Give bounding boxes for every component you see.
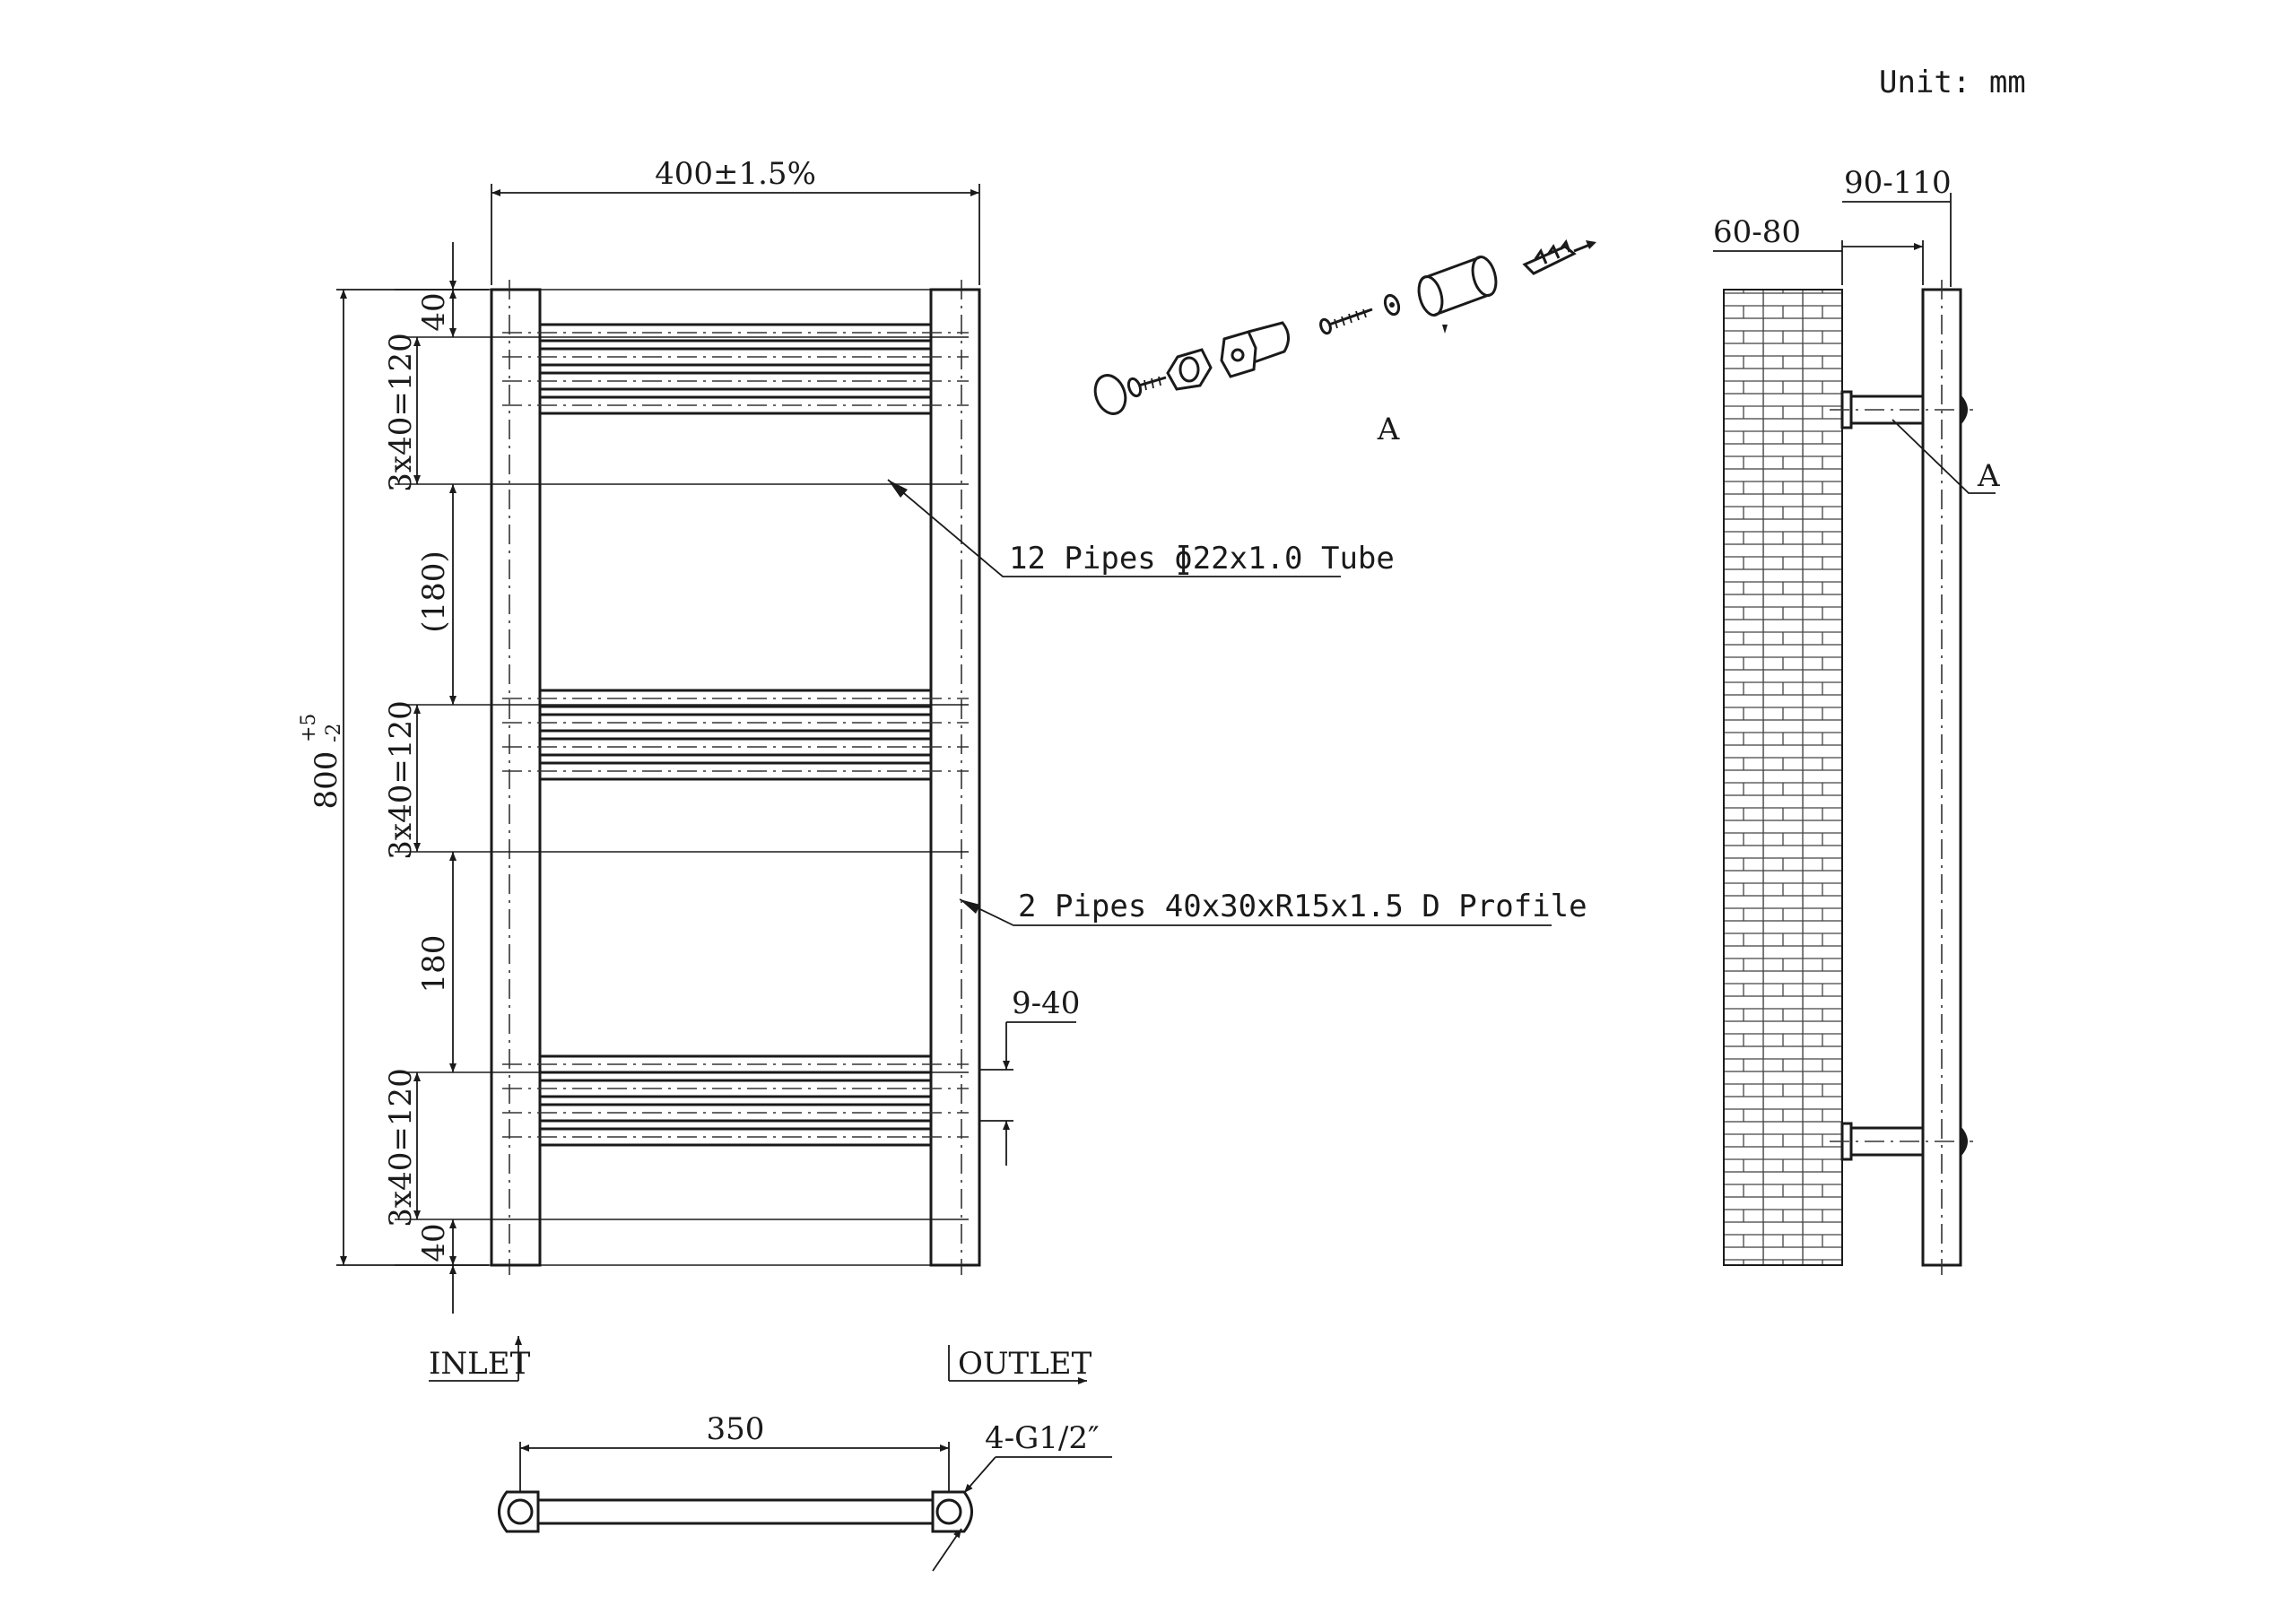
unit-label: Unit: mm bbox=[1879, 65, 2026, 100]
washer-part bbox=[1383, 293, 1401, 317]
lower-bracket bbox=[1830, 1122, 1973, 1161]
dim-side-wall-gap: 60-80 bbox=[1713, 214, 1801, 250]
exploded-fitting: A bbox=[1093, 239, 1596, 447]
dim-bottom-centers: 350 bbox=[707, 1411, 765, 1447]
left-profile bbox=[490, 288, 542, 1267]
callout-profiles: 2 Pipes 40x30xR15x1.5 D Profile bbox=[1018, 889, 1587, 924]
short-screw-part bbox=[1126, 376, 1167, 398]
side-view: A 60-80 90-110 bbox=[1713, 165, 2000, 1275]
dim-overall-height: 800 bbox=[309, 751, 344, 810]
dim-gap-lower: 180 bbox=[416, 935, 452, 993]
dim-chain bbox=[395, 242, 969, 1314]
tube-group bbox=[502, 323, 969, 1147]
dim-gap-upper: (180) bbox=[416, 551, 452, 632]
inlet-port bbox=[498, 1490, 540, 1533]
dim-group-bottom: 3x40=120 bbox=[383, 1068, 419, 1227]
dim-connections: 4-G1/2″ bbox=[985, 1420, 1100, 1456]
dim-side-total-depth: 90-110 bbox=[1844, 165, 1952, 201]
bracket-part bbox=[1220, 321, 1290, 378]
inlet-label: INLET bbox=[429, 1346, 531, 1382]
right-profile bbox=[929, 288, 981, 1267]
outlet-label: OUTLET bbox=[958, 1346, 1092, 1382]
callout-tubes: 12 Pipes ɸ22x1.0 Tube bbox=[1009, 541, 1395, 577]
detail-label: A bbox=[1977, 458, 2000, 494]
bottom-view: 350 4-G1/2″ bbox=[498, 1411, 1112, 1572]
long-screw-part bbox=[1319, 308, 1373, 335]
dim-height-tol-lower: -2 bbox=[323, 724, 345, 742]
nut-part bbox=[1166, 348, 1213, 391]
cap-part bbox=[1093, 374, 1127, 415]
dim-height-tol-upper: +5 bbox=[298, 714, 320, 742]
upper-bracket bbox=[1830, 390, 1973, 429]
dim-top-margin: 40 bbox=[416, 292, 452, 331]
dim-overall-width: 400±1.5% bbox=[655, 156, 816, 192]
detail-ref-label: A bbox=[1377, 412, 1400, 447]
dim-group-middle: 3x40=120 bbox=[383, 700, 419, 859]
dim-bar-pitch: 9-40 bbox=[1012, 985, 1080, 1021]
wall-plug-part bbox=[1522, 239, 1596, 275]
dim-group-top: 3x40=120 bbox=[383, 333, 419, 491]
front-view: 400±1.5% 800 +5 -2 40 3x40=120 (180) 3x4… bbox=[298, 156, 1587, 1384]
dim-bottom-margin: 40 bbox=[416, 1223, 452, 1262]
outlet-port bbox=[931, 1490, 973, 1533]
sleeve-part bbox=[1417, 256, 1498, 334]
wall bbox=[1723, 289, 1843, 1266]
